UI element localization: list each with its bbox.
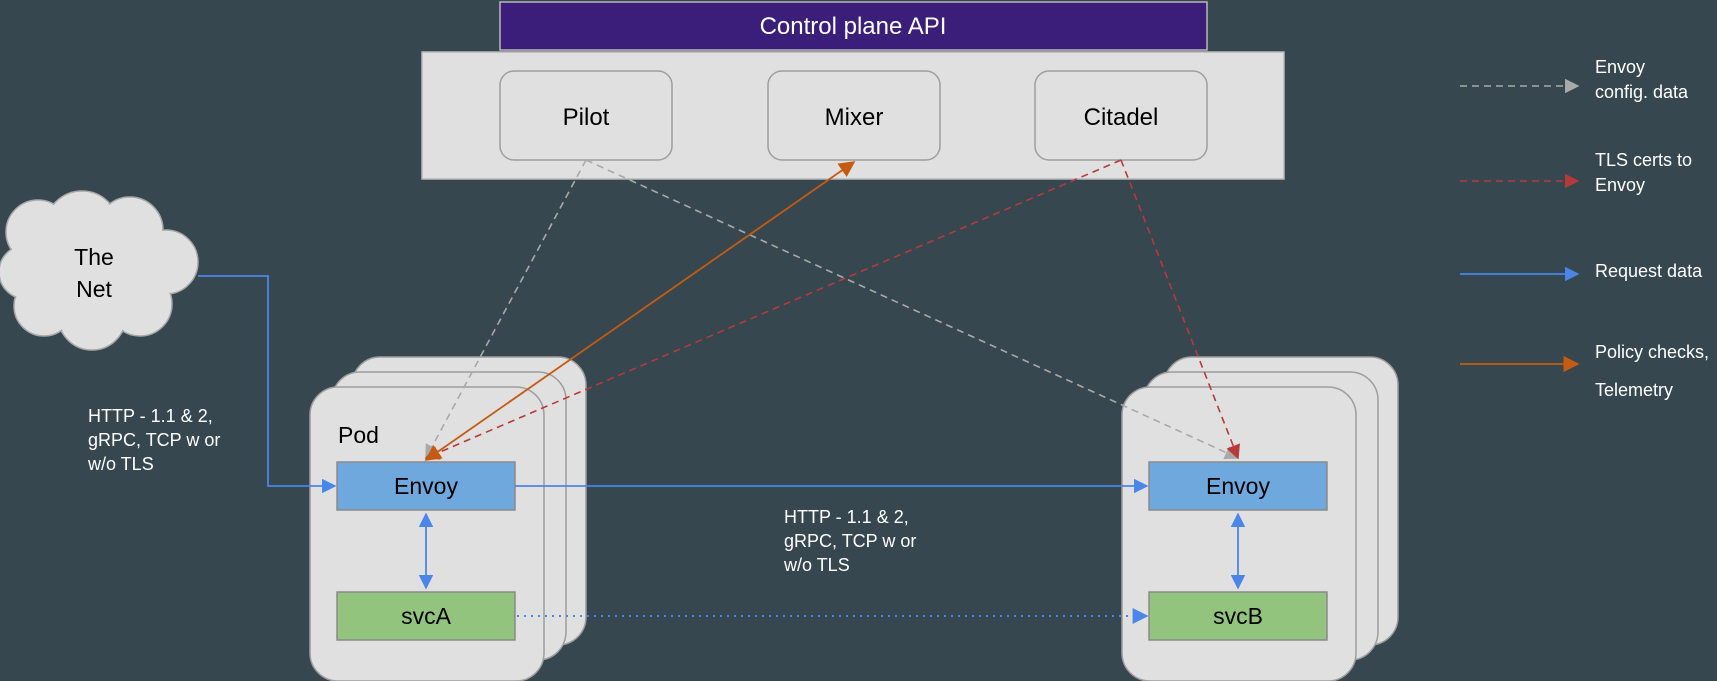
control-plane: Control plane API Pilot Mixer Citadel (421, 1, 1285, 180)
legend-config-line2: config. data (1595, 82, 1689, 102)
request-flows (198, 275, 1246, 624)
ingress-protocol-line2: gRPC, TCP w or (88, 430, 220, 450)
svcb-label: svcB (1213, 603, 1263, 629)
envoy-b-label: Envoy (1206, 473, 1270, 499)
legend: Envoy config. data TLS certs to Envoy Re… (1460, 57, 1709, 400)
pod-a-title: Pod (338, 422, 379, 448)
ingress-protocol-label: HTTP - 1.1 & 2, gRPC, TCP w or w/o TLS (87, 406, 220, 474)
legend-config-line1: Envoy (1595, 57, 1645, 77)
pod-b: Envoy svcB (1121, 356, 1399, 681)
citadel-to-envoy-a-tls (424, 159, 1122, 460)
svca-box[interactable] (336, 591, 516, 641)
legend-request-label: Request data (1595, 261, 1703, 281)
ingress-protocol-line3: w/o TLS (87, 454, 154, 474)
control-plane-api-title: Control plane API (760, 13, 947, 40)
legend-tls-line2: Envoy (1595, 175, 1645, 195)
pod-a: Pod Envoy svcA (309, 356, 587, 681)
svca-label: svcA (401, 603, 452, 629)
envoy-a-box[interactable] (336, 461, 516, 511)
mesh-protocol-line2: gRPC, TCP w or (784, 531, 916, 551)
legend-policy-line1: Policy checks, (1595, 342, 1709, 362)
control-plane-api-bar (499, 1, 1208, 51)
citadel-to-envoy-b-tls (1120, 159, 1240, 460)
ingress-request-arrow (198, 275, 337, 494)
mesh-protocol-label: HTTP - 1.1 & 2, gRPC, TCP w or w/o TLS (783, 507, 916, 575)
mesh-protocol-line1: HTTP - 1.1 & 2, (784, 507, 909, 527)
the-net-label-line2: Net (76, 276, 112, 302)
envoy-a-label: Envoy (394, 473, 458, 499)
mixer-label: Mixer (825, 104, 884, 131)
ingress-protocol-line1: HTTP - 1.1 & 2, (88, 406, 213, 426)
envoy-a-mixer-policy-arrow (424, 161, 856, 461)
mixer-box[interactable] (767, 70, 941, 161)
svcb-box[interactable] (1148, 591, 1328, 641)
legend-policy-line2: Telemetry (1595, 380, 1673, 400)
mesh-protocol-line3: w/o TLS (783, 555, 850, 575)
legend-tls-line1: TLS certs to (1595, 150, 1692, 170)
pilot-label: Pilot (563, 104, 610, 131)
envoy-b-box[interactable] (1148, 461, 1328, 511)
the-net-cloud: The Net (0, 190, 199, 351)
the-net-label-line1: The (74, 244, 114, 270)
citadel-label: Citadel (1084, 104, 1159, 131)
